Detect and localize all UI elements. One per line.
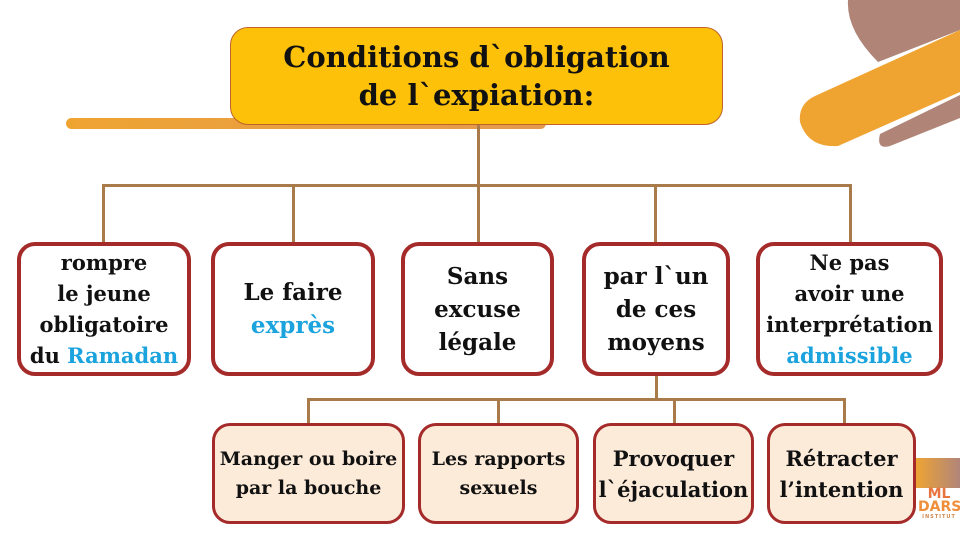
condition-break-fast: rompre le jeune obligatoire du Ramadan	[17, 242, 191, 376]
title-line-1: Conditions d`obligation	[283, 40, 670, 74]
connector-means-drop-2	[497, 398, 500, 424]
connector-title-stem	[477, 125, 480, 186]
connector-means-drop-1	[307, 398, 310, 424]
connector-drop-2	[292, 184, 295, 242]
connector-bottom-horizontal	[307, 398, 846, 401]
brand-logo: ML DARS INSTITUT	[918, 486, 960, 520]
connector-drop-1	[102, 184, 105, 242]
highlight-text: exprès	[250, 312, 336, 339]
condition-no-interpretation: Ne pas avoir une interprétation admissib…	[756, 242, 943, 376]
title-line-2: de l`expiation:	[358, 78, 595, 112]
highlight-text: admissible	[786, 343, 913, 368]
connector-drop-4	[654, 184, 657, 242]
diagram-title: Conditions d`obligation de l`expiation:	[230, 27, 723, 125]
means-intercourse: Les rapports sexuels	[418, 423, 579, 524]
connector-drop-5	[849, 184, 852, 242]
condition-no-excuse: Sans excuse légale	[401, 242, 554, 376]
condition-by-means: par l`un de ces moyens	[582, 242, 730, 376]
connector-drop-3	[477, 184, 480, 242]
means-retract-intention: Rétracter l’intention	[767, 423, 916, 524]
highlight-text: Ramadan	[67, 343, 179, 368]
connector-means-drop-3	[673, 398, 676, 424]
means-eating-drinking: Manger ou boire par la bouche	[212, 423, 405, 524]
connector-means-stem	[655, 376, 658, 400]
condition-intentional: Le faire exprès	[211, 242, 375, 376]
means-ejaculation: Provoquer l`éjaculation	[593, 423, 754, 524]
connector-means-drop-4	[843, 398, 846, 424]
